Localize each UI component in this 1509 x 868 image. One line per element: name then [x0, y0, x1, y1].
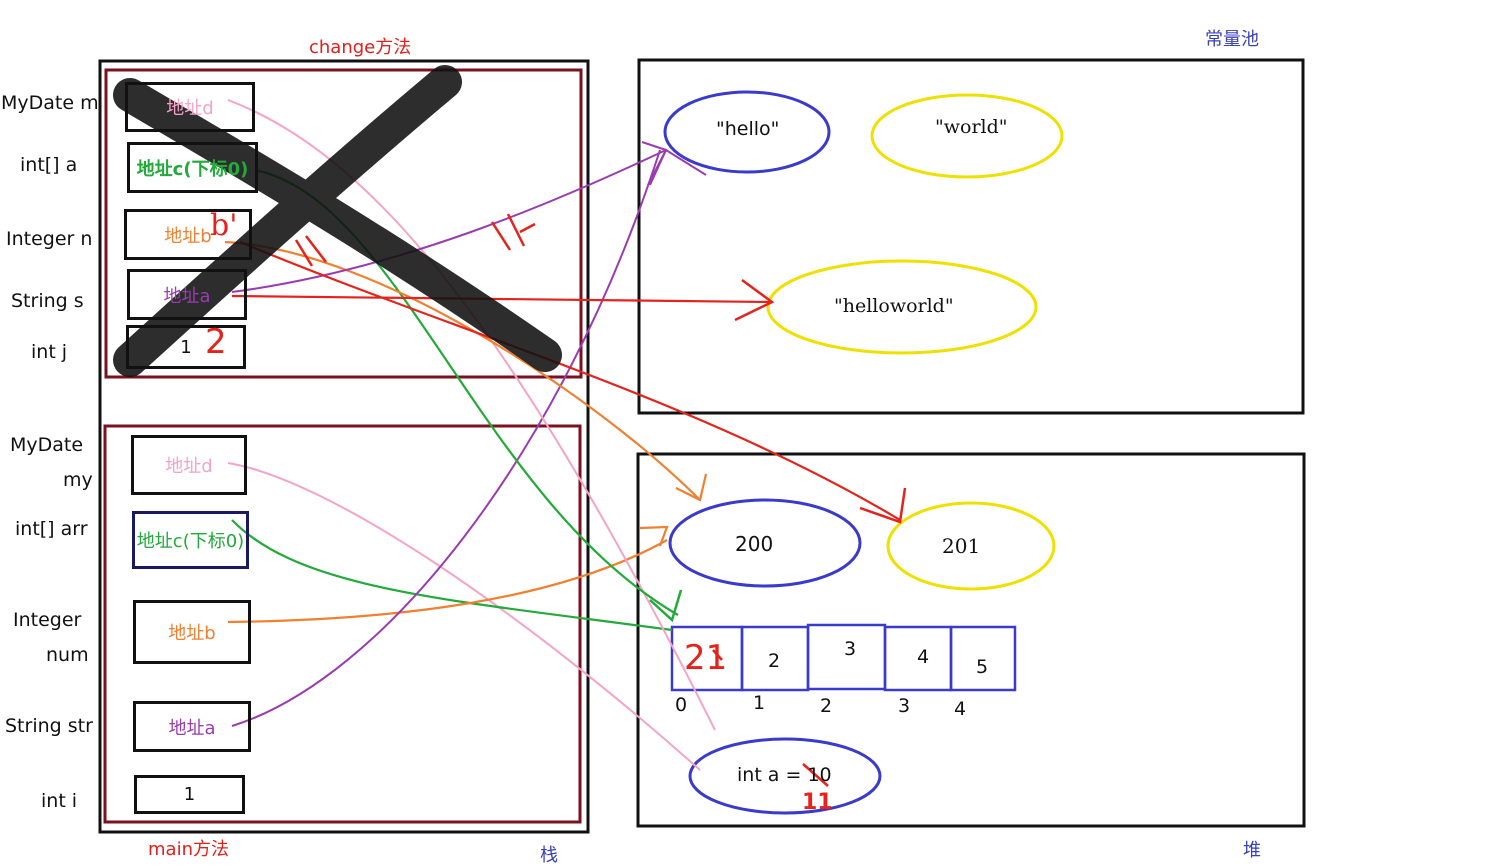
mydate-ellipse: [688, 737, 882, 815]
orange-arrow-change: [224, 240, 701, 501]
mydate-strike: [802, 763, 829, 787]
array-index-4: 4: [954, 698, 967, 720]
change-slot-int: 1: [126, 325, 246, 369]
stack-title: 栈: [540, 845, 558, 866]
change-integer-new-value: b': [210, 208, 238, 243]
main-slot-string: 地址a: [133, 701, 251, 752]
heap-title: 堆: [1243, 840, 1261, 861]
change-label-int: int j: [31, 341, 68, 363]
hello-ellipse: [663, 90, 831, 174]
main-label-mydate: MyDate: [10, 434, 84, 456]
main-label-string: String str: [5, 715, 93, 737]
change-slot-string: 地址a: [127, 269, 247, 320]
green-arrow-main: [231, 519, 673, 632]
change-label-string: String s: [11, 290, 84, 312]
array-index-0: 0: [675, 694, 688, 716]
strike-mark-orange: [294, 235, 327, 267]
main-label-integer: Integer: [13, 609, 82, 631]
array-value-1: 2: [768, 650, 781, 672]
integer-201-ellipse: [886, 501, 1056, 591]
heap-integer-200: 200: [735, 532, 774, 556]
array-strike: [712, 649, 723, 661]
main-slot-int-array: 地址c(下标0): [132, 511, 249, 569]
main-label-num: num: [46, 644, 89, 666]
green-arrow-change: [254, 168, 679, 616]
change-slot-mydate: 地址d: [125, 82, 255, 132]
array-cell-4: [949, 625, 1017, 692]
array-value-0: 21: [684, 638, 728, 678]
heap-box: [636, 452, 1306, 828]
array-index-1: 1: [753, 692, 766, 714]
change-slot-int-array: 地址c(下标0): [127, 142, 258, 193]
main-frame-box: [103, 424, 582, 824]
change-frame-box: [104, 68, 583, 379]
array-index-2: 2: [820, 695, 833, 717]
purple-arrow-main: [231, 149, 661, 727]
stack-box: [98, 59, 590, 834]
heap-mydate-field: int a = 10: [737, 764, 832, 786]
red-arrow-201: [239, 240, 901, 521]
main-method-title: main方法: [148, 839, 229, 860]
constant-pool-box: [637, 58, 1305, 415]
change-int-new-value: 2: [205, 322, 227, 362]
array-value-4: 5: [976, 656, 989, 678]
heap-mydate-new-value: 11: [802, 790, 833, 815]
main-slot-integer: 地址b: [133, 600, 251, 664]
purple-arrow-change: [231, 149, 667, 293]
helloworld-ellipse: [766, 259, 1038, 355]
change-slot-integer: 地址b: [124, 209, 252, 260]
const-string-world: "world": [935, 116, 1008, 138]
constant-pool-title: 常量池: [1205, 29, 1259, 50]
change-method-title: change方法: [309, 37, 412, 58]
change-label-mydate: MyDate m: [1, 92, 99, 114]
cross-out-x: [113, 65, 562, 377]
main-label-my: my: [63, 469, 93, 491]
main-slot-int: 1: [134, 775, 245, 814]
array-value-2: 3: [844, 638, 857, 660]
main-label-int-array: int[] arr: [15, 518, 88, 540]
heap-integer-201: 201: [942, 534, 981, 558]
array-value-3: 4: [917, 646, 930, 668]
const-string-hello: "hello": [716, 118, 780, 140]
main-label-int: int i: [41, 790, 78, 812]
world-ellipse: [870, 93, 1064, 179]
red-arrow-helloworld: [231, 294, 771, 304]
main-slot-mydate: 地址d: [131, 435, 247, 495]
change-label-int-array: int[] a: [20, 154, 78, 176]
pink-arrow-main: [227, 462, 701, 771]
change-label-integer: Integer n: [6, 228, 93, 250]
array-index-3: 3: [898, 695, 911, 717]
orange-arrow-main: [227, 539, 668, 624]
integer-200-ellipse: [668, 498, 862, 588]
const-string-helloworld: "helloworld": [834, 295, 954, 317]
strike-mark-purple: [490, 213, 536, 251]
